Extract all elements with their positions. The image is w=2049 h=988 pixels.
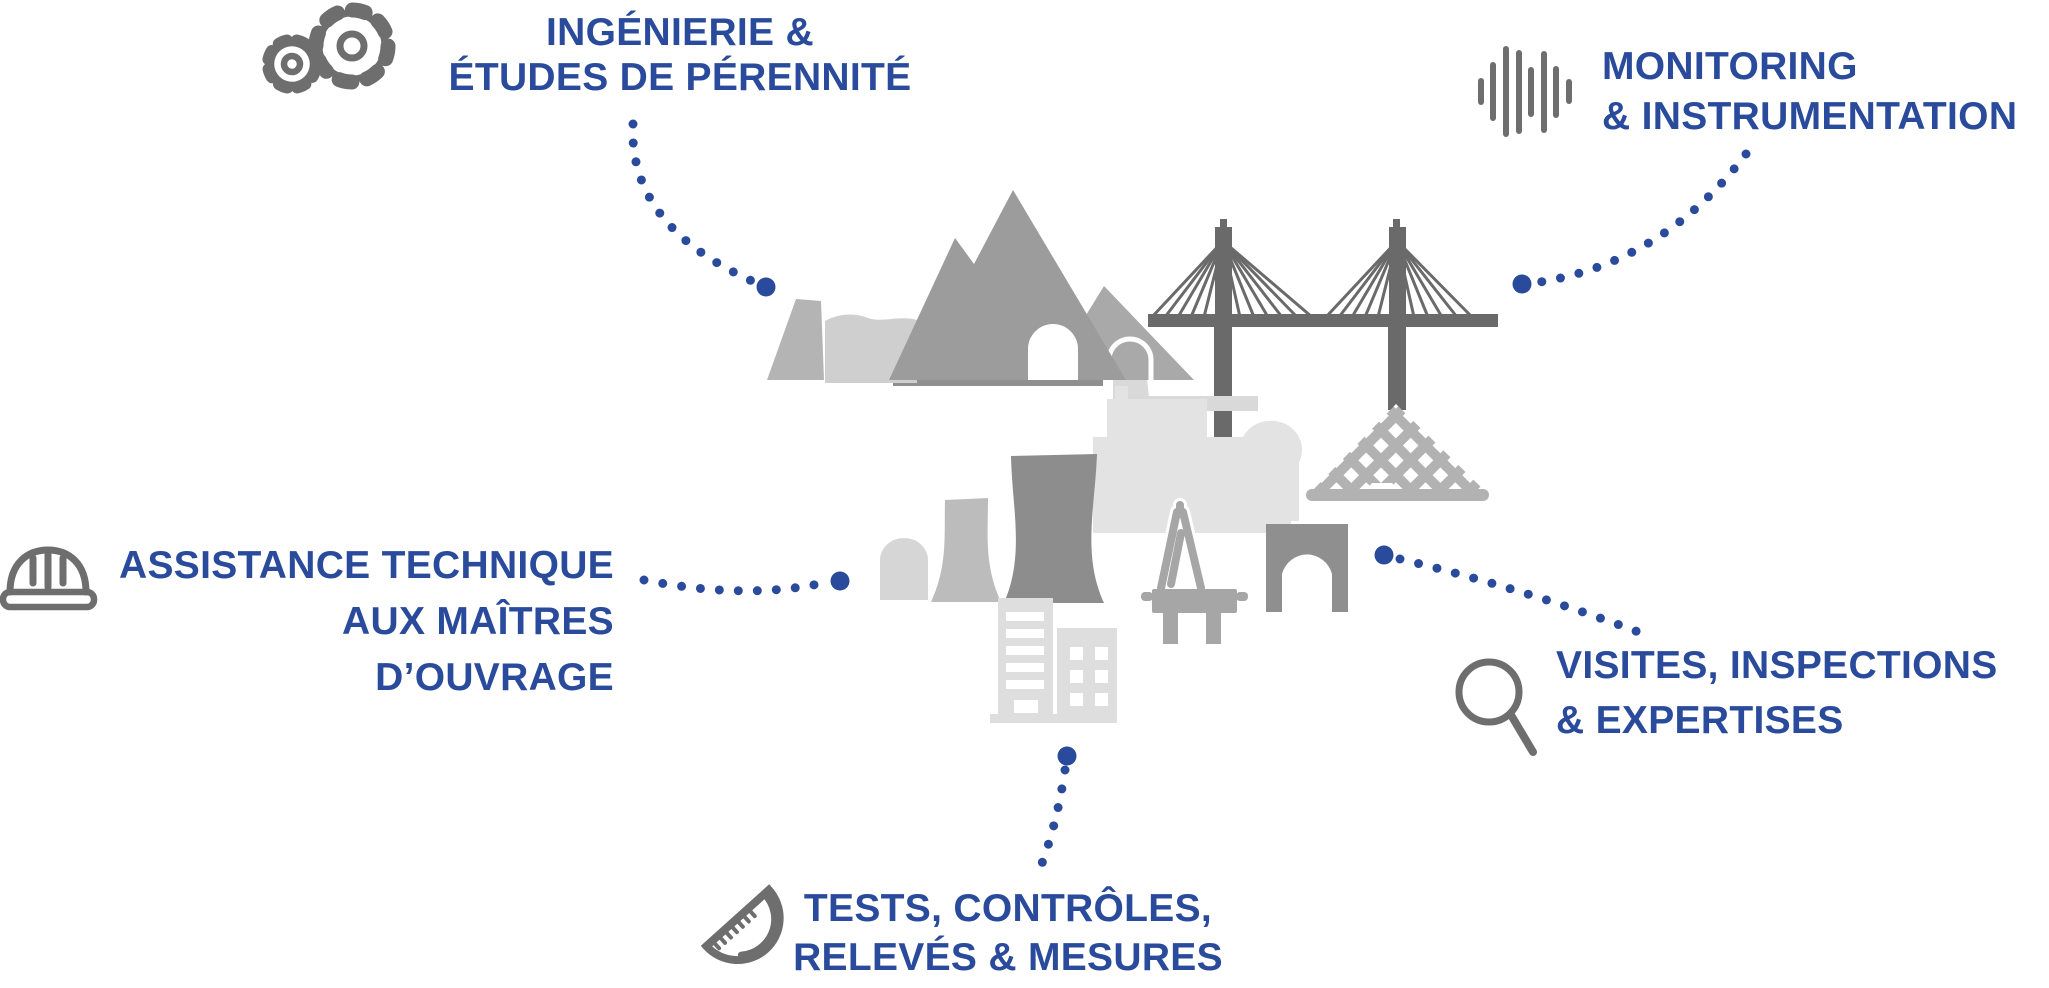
label-monitoring-line2: & INSTRUMENTATION: [1602, 95, 2018, 138]
label-assistance-line2: AUX MAÎTRES D’OUVRAGE: [342, 600, 614, 699]
label-ingenierie-line2: ÉTUDES DE PÉRENNITÉ: [448, 56, 912, 99]
office-buildings: [990, 598, 1117, 723]
label-visites-line2: & EXPERTISES: [1556, 699, 1844, 742]
label-ingenierie-line1: INGÉNIERIE &: [546, 11, 814, 54]
waveform-icon: [1478, 46, 1572, 137]
label-monitoring-line1: MONITORING: [1602, 45, 1858, 88]
connector-tests: [1032, 746, 1077, 881]
offshore-oil-rig: [1141, 498, 1248, 644]
cooling-tower-light: [931, 498, 1001, 602]
label-tests-line1: TESTS, CONTRÔLES,: [803, 887, 1213, 930]
protractor-icon: [700, 884, 784, 965]
cable-stayed-bridge: [1148, 219, 1498, 439]
mountains-with-tunnel: [889, 190, 1126, 380]
connector-visites: [1374, 545, 1646, 638]
dam-and-reservoir: [767, 299, 917, 383]
label-tests-line2: RELEVÉS & MESURES: [793, 936, 1223, 979]
nuclear-containment-dome: [880, 538, 928, 600]
stone-arch: [1266, 524, 1348, 612]
label-visites-line1: VISITES, INSPECTIONS: [1556, 644, 1998, 687]
label-assistance: ASSISTANCE TECHNIQUE AUX MAÎTRES D’OUVRA…: [100, 538, 614, 706]
label-visites: VISITES, INSPECTIONS & EXPERTISES: [1556, 638, 1998, 748]
gears-icon: [262, 2, 396, 94]
mountain-base: [893, 379, 1103, 386]
label-monitoring: MONITORING & INSTRUMENTATION: [1602, 42, 2017, 142]
connector-assistance: [639, 571, 850, 596]
magnifying-glass-icon: [1455, 658, 1537, 756]
cooling-tower-dark: [1004, 454, 1104, 603]
connector-ingenierie: [628, 119, 776, 297]
label-ingenierie: INGÉNIERIE & ÉTUDES DE PÉRENNITÉ: [400, 10, 960, 100]
label-assistance-line1: ASSISTANCE TECHNIQUE: [119, 544, 614, 587]
hard-hat-icon: [0, 546, 98, 611]
label-tests: TESTS, CONTRÔLES, RELEVÉS & MESURES: [758, 884, 1258, 982]
connector-monitoring: [1512, 149, 1751, 294]
factory: [1093, 386, 1303, 533]
louvre-pyramid: [1306, 404, 1489, 501]
